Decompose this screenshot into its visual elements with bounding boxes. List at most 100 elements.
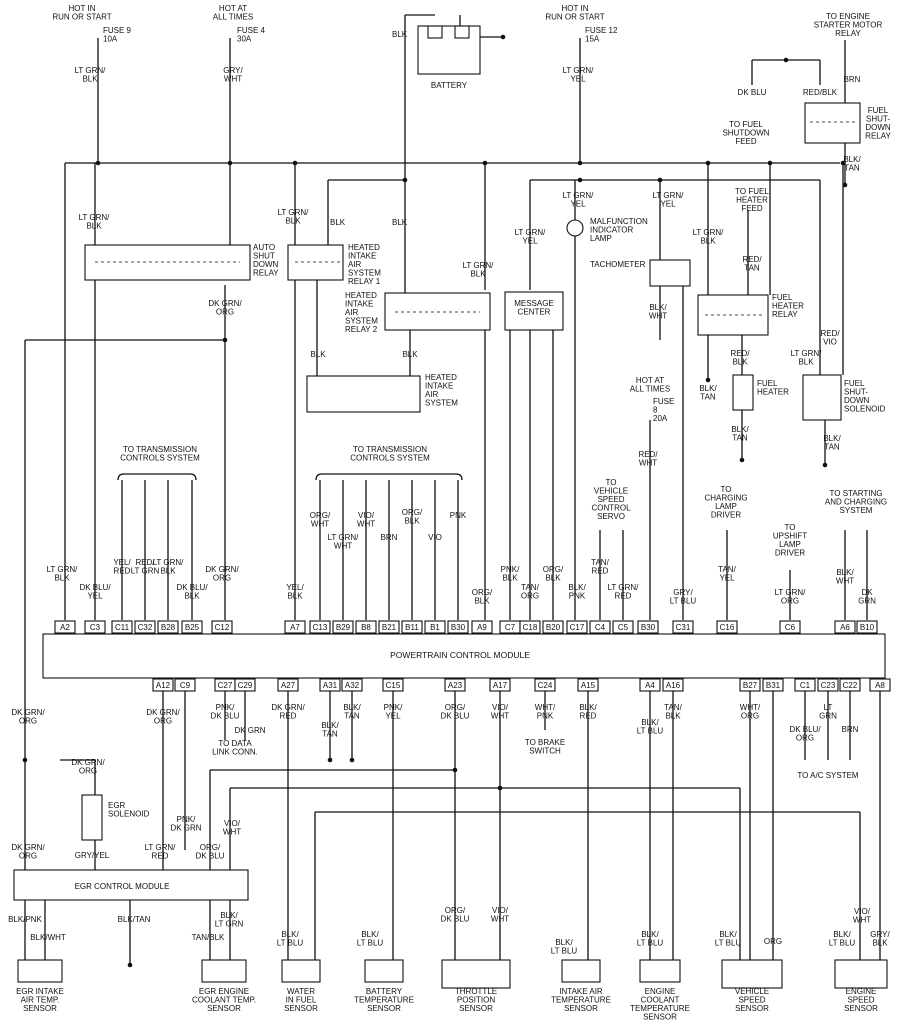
fuel-heater-relay [697,294,769,336]
pcm-pin-box [284,620,306,634]
svg-text:DK BLU: DK BLU [738,88,767,97]
pcm-pin-box [542,620,564,634]
pcm-pin-label: C9 [180,681,191,690]
pcm-top-wire-label: TAN/RED [591,558,609,576]
svg-text:LT GRN/YEL: LT GRN/YEL [563,66,595,84]
pcm-pin-box [111,620,133,634]
svg-text:LT GRN/YEL: LT GRN/YEL [653,191,685,209]
pcm-pin-box [834,620,856,634]
pcm-pin-label: B21 [382,623,397,632]
pcm-top-wire-label: LT GRN/WHT [328,533,360,551]
pcm-pin-box [762,678,784,692]
pcm-pin-box [84,620,106,634]
pcm-pin-label: C18 [523,623,538,632]
pcm-pin-label: C13 [313,623,328,632]
battery-blk: BLK [392,30,408,39]
pcm-bottom-wire-label: PNK/YEL [384,703,403,721]
pcm-pin-box [134,620,156,634]
pcm-pin-label: B29 [336,623,351,632]
svg-text:DK GRN/ORG: DK GRN/ORG [11,708,45,726]
heated-intake-relay-2 [384,292,491,331]
pcm-pin-label: B31 [766,681,781,690]
engine-speed-sensor [834,959,888,989]
pcm-pin-box [519,620,541,634]
pcm-top-wire-label: TAN/YEL [718,565,736,583]
svg-text:DK GRN/ORG: DK GRN/ORG [71,758,105,776]
pcm-top-wire-label: DK BLU/BLK [176,583,208,601]
pcm-pin-box [309,620,331,634]
svg-text:LT GRN/BLK: LT GRN/BLK [79,213,111,231]
pcm-top-wire-label: DK GRN/ORG [205,565,239,583]
pcm-pin-box [401,620,423,634]
heated-intake-relay-1 [287,244,344,281]
svg-text:BLK/TAN: BLK/TAN [118,915,151,924]
svg-text:ORG/DK BLU: ORG/DK BLU [196,843,225,861]
svg-text:POWERTRAIN CONTROL MODULE: POWERTRAIN CONTROL MODULE [390,650,530,660]
svg-text:RED/TAN: RED/TAN [742,255,762,273]
pcm-top-wire-label: TAN/ORG [521,583,540,601]
battery [417,25,481,75]
svg-text:EGR CONTROL MODULE: EGR CONTROL MODULE [75,882,170,891]
pcm-pin-box [639,678,661,692]
svg-text:DK GRN/ORG: DK GRN/ORG [208,299,242,317]
pcm-pin-label: C6 [785,623,796,632]
egr-engine-coolant-temp-sensor [201,959,247,983]
svg-text:ORG/DK BLU: ORG/DK BLU [441,906,470,924]
pcm-pin-label: A7 [290,623,300,632]
pcm-pin-box [672,620,694,634]
pcm-pin-label: A12 [156,681,171,690]
pcm-pin-label: B20 [546,623,561,632]
pcm-pin-label: B1 [430,623,440,632]
fuel-shutdown-relay [804,102,861,144]
svg-text:BLK: BLK [392,218,408,227]
pcm-pin-box [589,620,611,634]
svg-text:RED/WHT: RED/WHT [638,450,658,468]
svg-text:RED/BLK: RED/BLK [803,88,838,97]
pcm-pin-label: C23 [821,681,836,690]
pcm-top-wire-label: VIO [428,533,442,542]
pcm-top-wire-label: LT GRN/RED [608,583,640,601]
egr-solenoid [81,794,103,841]
sensor-boxes [17,959,888,989]
pcm-pin-label: A17 [493,681,508,690]
pcm-pin-box [378,620,400,634]
pcm-top-wire-label: BRN [381,533,398,542]
malfunction-indicator-lamp [566,219,584,237]
pcm-pin-label: A27 [281,681,296,690]
pcm-pin-box [341,678,363,692]
pcm-top-wire-label: ORG/BLK [472,588,493,606]
pcm-bottom-wire-label: VIO/WHT [491,703,509,721]
pcm-pin-label: C12 [215,623,230,632]
svg-text:VIO/WHT: VIO/WHT [853,907,871,925]
pcm-top-wire-label: ORG/BLK [543,565,564,583]
svg-text:GRY/YEL: GRY/YEL [75,851,110,860]
svg-text:PNK/DK GRN: PNK/DK GRN [170,815,201,833]
fuel-heater [732,374,754,411]
pcm-pin-label: C27 [218,681,233,690]
svg-text:RED/VIO: RED/VIO [820,329,840,347]
svg-text:BLK/TAN: BLK/TAN [823,434,841,452]
svg-text:BLK: BLK [310,350,326,359]
